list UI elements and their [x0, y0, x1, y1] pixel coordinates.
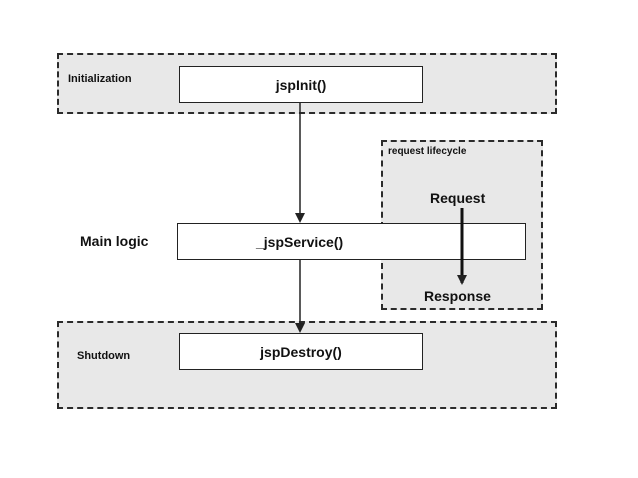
jsp-service-box: _jspService(): [177, 223, 526, 260]
response-label: Response: [424, 288, 491, 304]
jsp-init-box: jspInit(): [179, 66, 423, 103]
main-logic-label: Main logic: [80, 233, 149, 249]
initialization-region: [57, 53, 557, 114]
request-label: Request: [430, 190, 486, 206]
initialization-label: Initialization: [68, 73, 132, 85]
request-lifecycle-label: request lifecycle: [388, 146, 467, 157]
jsp-service-label: _jspService(): [256, 233, 344, 250]
shutdown-label: Shutdown: [77, 350, 131, 362]
jsp-destroy-box: jspDestroy(): [179, 333, 423, 370]
